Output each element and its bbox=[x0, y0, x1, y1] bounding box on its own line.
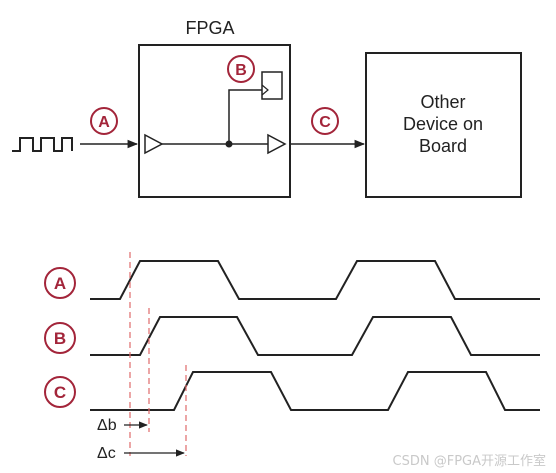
other-device-box bbox=[365, 52, 522, 198]
marker-c-top: C bbox=[311, 107, 339, 135]
marker-b-timing-label: B bbox=[54, 329, 66, 348]
flip-flop bbox=[261, 71, 283, 100]
other-device-line1: Other bbox=[420, 92, 465, 112]
marker-c-timing: C bbox=[44, 376, 76, 408]
flip-flop-clock-notch bbox=[261, 84, 269, 96]
branch-to-flop bbox=[228, 89, 262, 144]
waveform-c bbox=[90, 371, 540, 411]
waveform-a bbox=[90, 260, 540, 300]
marker-a-top-label: A bbox=[98, 114, 110, 131]
delay-b-label: Δb bbox=[97, 417, 117, 434]
marker-c-timing-label: C bbox=[54, 383, 66, 402]
marker-a-timing-label: A bbox=[54, 274, 66, 293]
marker-a-timing: A bbox=[44, 267, 76, 299]
waveform-b bbox=[90, 316, 540, 356]
output-buffer bbox=[267, 133, 287, 155]
watermark-text: CSDN @FPGA开源工作室 bbox=[393, 453, 546, 469]
other-device-line3: Board bbox=[419, 136, 467, 156]
marker-c-top-label: C bbox=[319, 114, 331, 131]
marker-b-top: B bbox=[227, 55, 255, 83]
marker-a-top: A bbox=[90, 107, 118, 135]
fpga-title: FPGA bbox=[185, 18, 234, 38]
delay-c-label: Δc bbox=[97, 445, 116, 462]
fpga-box bbox=[138, 44, 291, 198]
clock-input-waveform bbox=[12, 137, 73, 152]
marker-b-top-label: B bbox=[235, 62, 247, 79]
marker-b-timing: B bbox=[44, 322, 76, 354]
other-device-line2: Device on bbox=[403, 114, 483, 134]
input-buffer bbox=[144, 133, 164, 155]
